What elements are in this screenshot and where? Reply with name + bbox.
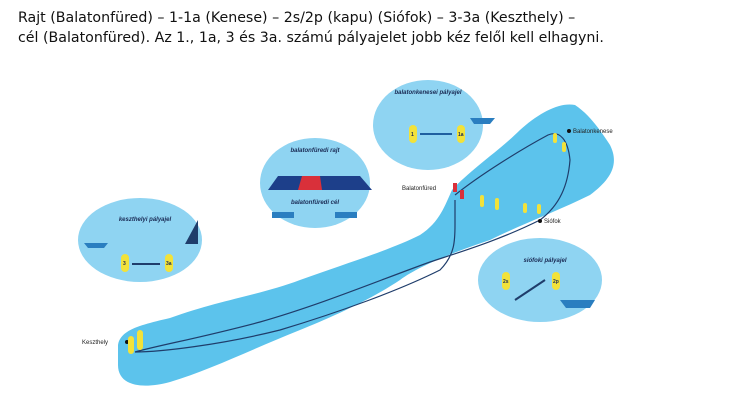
buoy-label-1: 1 xyxy=(411,132,414,138)
place-keszthely: Keszthely xyxy=(82,340,108,346)
inset-keszthely-label: keszthelyi pályajel xyxy=(119,217,172,223)
buoy-label-2p: 2p xyxy=(553,279,559,285)
buoy-2s xyxy=(523,203,527,213)
inset-kenese: balatonkenesei pályajel 1 1a xyxy=(373,80,495,170)
inset-start-finish: balatonfüredi rajt balatonfüredi cél xyxy=(260,138,372,228)
buoy-3 xyxy=(128,336,134,354)
buoy-3a xyxy=(137,330,143,350)
buoy-label-3: 3 xyxy=(123,261,126,267)
buoy-label-3a: 3a xyxy=(166,261,172,267)
inset-siofok-label: siófoki pályajel xyxy=(523,258,566,264)
lake-balaton xyxy=(118,104,614,386)
caption-line-1: Rajt (Balatonfüred) – 1-1a (Kenese) – 2s… xyxy=(18,10,576,26)
inset-finish-label: balatonfüredi cél xyxy=(291,200,339,206)
inset-keszthely: keszthelyi pályajel 3 3a xyxy=(78,198,202,282)
buoy-label-1a: 1a xyxy=(458,132,464,138)
buoy-1 xyxy=(553,133,557,143)
inset-kenese-label: balatonkenesei pályajel xyxy=(394,90,461,96)
inset-start-label: balatonfüredi rajt xyxy=(290,148,340,154)
course-line xyxy=(134,133,571,353)
place-balatonfured: Balatonfüred xyxy=(402,186,436,192)
caption-line-2: cél (Balatonfüred). Az 1., 1a, 3 és 3a. … xyxy=(18,30,604,46)
place-balatonkenese: Balatonkenese xyxy=(573,129,613,135)
buoy-1a xyxy=(562,142,566,152)
inset-siofok: siófoki pályajel 2s 2p xyxy=(478,238,602,322)
place-siofok: Siófok xyxy=(544,219,562,225)
buoy-2p xyxy=(537,204,541,214)
buoy-label-2s: 2s xyxy=(503,279,509,285)
route-description: Rajt (Balatonfüred) – 1-1a (Kenese) – 2s… xyxy=(18,8,728,48)
